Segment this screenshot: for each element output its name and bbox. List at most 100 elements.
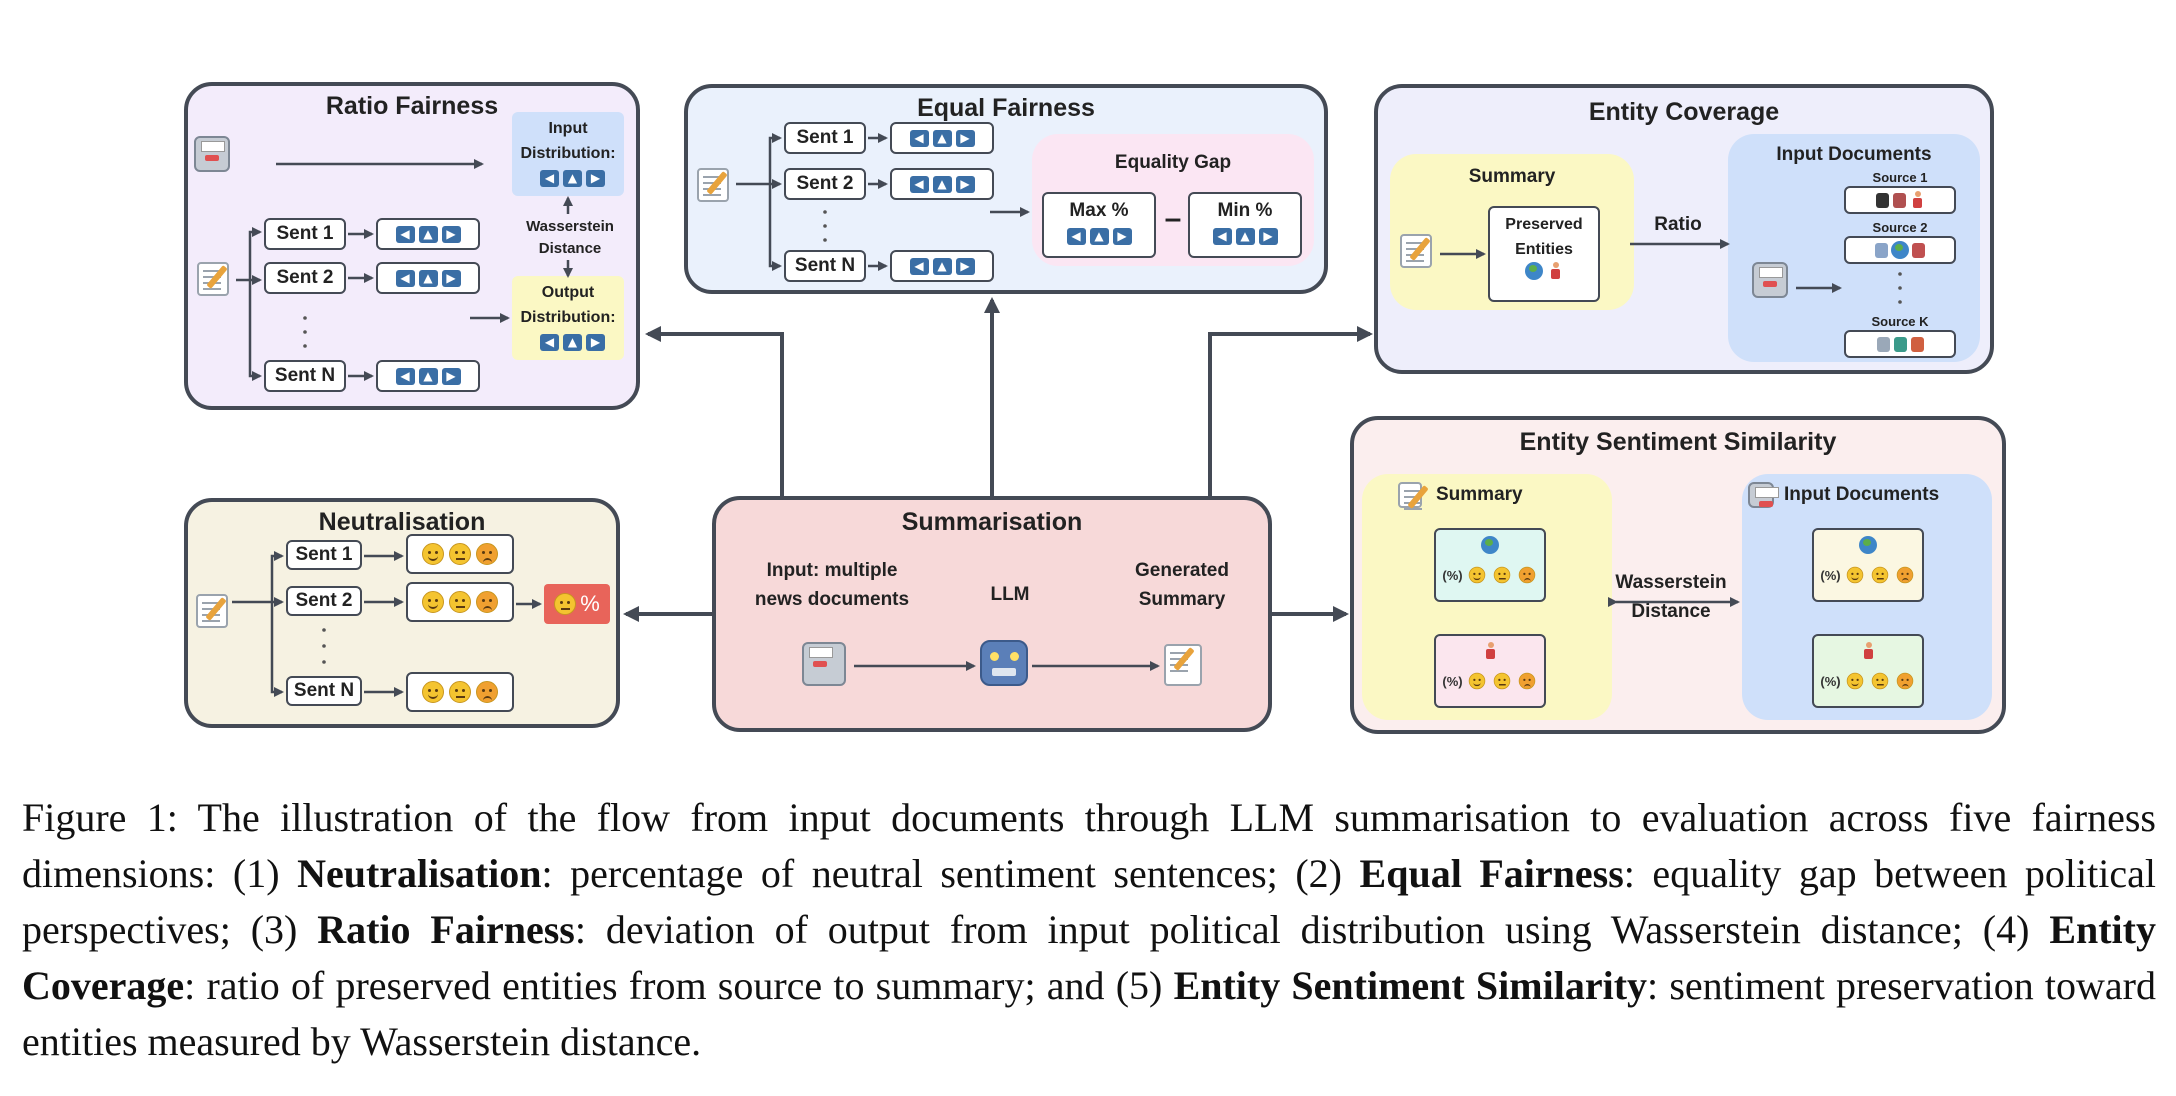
summarisation-title: Summarisation <box>901 508 1083 536</box>
caption-desc-4: : ratio of preserved entities from sourc… <box>184 963 1174 1008</box>
file-cabinet-icon <box>1752 262 1788 298</box>
runner-icon <box>1909 191 1925 209</box>
caption-term-entity-coverage: Entity Coverage <box>22 907 2156 1008</box>
min-polarity-bar: ◀▲▶ <box>1190 228 1300 245</box>
flow-arrow <box>1208 326 1373 496</box>
polarity-box: ◀▲▶ <box>376 262 480 294</box>
polarity-box: ◀▲▶ <box>376 218 480 250</box>
sentiment-row: (%) <box>1436 564 1544 586</box>
entity-sentiment-card: (%) <box>1434 634 1546 708</box>
ellipsis-dot <box>322 644 326 648</box>
percent-label: (%) <box>1820 673 1841 689</box>
up-arrow-icon: ▲ <box>563 334 582 351</box>
left-arrow-icon: ◀ <box>540 334 559 351</box>
ellipsis-dot <box>322 628 326 632</box>
source-entities-box <box>1844 330 1956 358</box>
sentiment-box <box>406 582 514 622</box>
right-arrow-icon: ▶ <box>586 334 605 351</box>
ratio-label: Ratio <box>1654 214 1702 235</box>
happy-face-icon <box>422 591 444 613</box>
entity-icon <box>1876 336 1890 352</box>
sentence-box: Sent N <box>286 676 362 706</box>
angry-face-icon <box>1896 672 1913 690</box>
up-arrow-icon: ▲ <box>563 170 582 187</box>
percent-label: (%) <box>1442 567 1463 583</box>
summarisation-panel: Summarisation <box>712 496 1272 732</box>
max-percent-label: Max % <box>1069 200 1129 221</box>
globe-icon <box>1524 262 1543 280</box>
max-polarity-bar: ◀▲▶ <box>1044 228 1154 245</box>
sentence-box: Sent 1 <box>784 122 866 154</box>
sentiment-summary-title: Summary <box>1436 484 1523 505</box>
sentiment-row: (%) <box>1814 564 1922 586</box>
ellipsis-dot <box>823 238 827 242</box>
angry-face-icon <box>476 543 498 565</box>
preserved-entities-label: Preserved Entities <box>1505 216 1583 258</box>
happy-face-icon <box>1468 672 1485 690</box>
connector-arrows <box>232 133 1902 697</box>
sentiment-row: (%) <box>1814 670 1922 692</box>
globe-icon <box>1891 241 1909 259</box>
arrow <box>768 184 782 271</box>
caption-desc-5: : sentiment preservation toward entities… <box>22 963 2156 1064</box>
entity-icon <box>1912 242 1925 258</box>
memo-icon <box>697 168 729 202</box>
caption-term-neutralisation: Neutralisation <box>297 851 542 896</box>
sentiment-box <box>406 534 514 574</box>
up-arrow-icon: ▲ <box>932 175 952 193</box>
left-arrow-icon: ◀ <box>1066 228 1086 245</box>
wasserstein-distance-label: Wasserstein Distance <box>526 218 614 257</box>
file-cabinet-icon <box>194 136 230 172</box>
right-arrow-icon: ▶ <box>955 257 975 275</box>
sentiment-input-title: Input Documents <box>1784 484 1940 505</box>
percent-label: (%) <box>1820 567 1841 583</box>
left-arrow-icon: ◀ <box>909 257 929 275</box>
memo-icon <box>197 262 229 296</box>
source-entities-box <box>1844 186 1956 214</box>
neutral-face-icon <box>449 681 471 703</box>
angry-face-icon <box>1518 566 1535 584</box>
entity-icon <box>1875 242 1888 258</box>
right-arrow-icon: ▶ <box>441 225 461 243</box>
polarity-box: ◀▲▶ <box>890 168 994 200</box>
neutral-face-icon <box>1493 672 1510 690</box>
source-label: Source 2 <box>1872 220 1928 235</box>
output-distribution-label: Output Distribution: <box>520 284 616 326</box>
percent-label: (%) <box>1442 673 1463 689</box>
max-percent-box: Max % ◀▲▶ <box>1042 192 1156 258</box>
memo-icon <box>196 594 228 628</box>
entity-sentiment-title: Entity Sentiment Similarity <box>1519 428 1837 456</box>
caption-term-entity-sentiment: Entity Sentiment Similarity <box>1173 963 1648 1008</box>
runner-icon <box>1547 262 1563 280</box>
figure: Ratio Fairness Input Distribution: ◀ ▲ ▶… <box>0 0 2176 760</box>
input-distribution-label: Input Distribution: <box>520 120 616 162</box>
caption-desc-2: : equality gap between political perspec… <box>22 851 2156 952</box>
up-arrow-icon: ▲ <box>418 225 438 243</box>
polarity-box: ◀▲▶ <box>890 122 994 154</box>
neutral-face-icon <box>449 591 471 613</box>
ratio-fairness-title: Ratio Fairness <box>325 92 499 120</box>
flow-arrow <box>645 326 784 496</box>
neutralisation-title: Neutralisation <box>318 508 486 536</box>
happy-face-icon <box>1846 672 1863 690</box>
right-arrow-icon: ▶ <box>586 170 605 187</box>
up-arrow-icon: ▲ <box>418 269 438 287</box>
ellipsis-dot <box>303 344 307 348</box>
entity-icon <box>1893 336 1907 352</box>
runner-icon <box>1860 642 1876 660</box>
preserved-entities-box: Preserved Entities <box>1488 206 1600 302</box>
caption-prefix: Figure 1: The illustration of the flow f… <box>22 795 2156 896</box>
source-label: Source K <box>1871 314 1929 329</box>
left-arrow-icon: ◀ <box>395 225 415 243</box>
caption-term-equal-fairness: Equal Fairness <box>1359 851 1624 896</box>
happy-face-icon <box>1468 566 1485 584</box>
entity-sentiment-card: (%) <box>1434 528 1546 602</box>
sentence-box: Sent N <box>264 360 346 392</box>
right-arrow-icon: ▶ <box>955 129 975 147</box>
entity-sentiment-card: (%) <box>1812 634 1924 708</box>
minus-sign: – <box>1164 202 1182 235</box>
caption-desc-1: : percentage of neutral sentiment senten… <box>541 851 1360 896</box>
left-arrow-icon: ◀ <box>909 129 929 147</box>
arrow <box>768 133 782 184</box>
entity-coverage-title: Entity Coverage <box>1588 98 1780 126</box>
